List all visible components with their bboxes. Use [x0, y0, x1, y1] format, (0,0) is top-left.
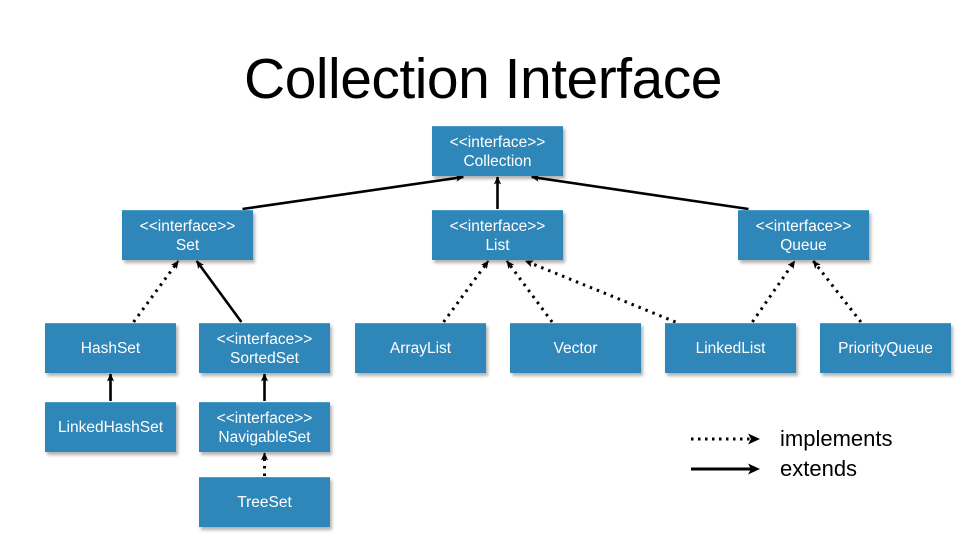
node-label: TreeSet	[237, 494, 292, 511]
node-queue[interactable]: <<interface>>Queue	[738, 210, 869, 260]
node-label: HashSet	[80, 340, 141, 357]
node-label: ArrayList	[389, 340, 452, 357]
node-collection[interactable]: <<interface>>Collection	[432, 126, 563, 176]
edge-vector-to-list-implements	[505, 260, 554, 323]
node-list[interactable]: <<interface>>List	[432, 210, 563, 260]
node-arraylist[interactable]: ArrayList	[355, 323, 486, 373]
node-label: Set	[175, 236, 200, 254]
node-set[interactable]: <<interface>>Set	[122, 210, 253, 260]
edge-set-to-collection-extends	[242, 174, 464, 211]
node-label: NavigableSet	[218, 428, 311, 446]
node-label: SortedSet	[230, 349, 299, 367]
page-title: Collection Interface	[244, 47, 722, 111]
node-label: PriorityQueue	[838, 340, 933, 357]
node-stereotype: <<interface>>	[449, 217, 546, 235]
solid-arrow-icon	[690, 461, 768, 477]
dotted-arrow-icon	[690, 431, 768, 447]
node-linkedhashset[interactable]: LinkedHashSet	[45, 402, 176, 452]
legend-label-extends: extends	[780, 456, 858, 481]
node-stereotype: <<interface>>	[216, 330, 313, 348]
edge-priorityqueue-to-queue-implements	[812, 260, 863, 323]
node-treeset[interactable]: TreeSet	[199, 477, 330, 527]
edge-arraylist-to-list-implements	[442, 260, 490, 323]
node-hashset[interactable]: HashSet	[45, 323, 176, 373]
node-navigableset[interactable]: <<interface>>NavigableSet	[199, 402, 330, 452]
node-label: LinkedList	[695, 340, 766, 357]
node-label: Collection	[463, 152, 532, 170]
edge-linkedlist-to-list-implements	[524, 259, 677, 324]
node-stereotype: <<interface>>	[449, 133, 546, 151]
node-priorityqueue[interactable]: PriorityQueue	[820, 323, 951, 373]
node-label: List	[485, 236, 510, 254]
node-label: LinkedHashSet	[57, 419, 164, 436]
legend-label-implements: implements	[780, 426, 893, 451]
node-label: Queue	[780, 236, 827, 254]
node-stereotype: <<interface>>	[755, 217, 852, 235]
legend-item-extends: extends	[690, 456, 857, 482]
edge-sortedset-to-set-extends	[195, 260, 243, 323]
node-label: Vector	[553, 340, 598, 357]
legend-item-implements: implements	[690, 426, 892, 452]
edge-queue-to-collection-extends	[531, 174, 749, 211]
node-stereotype: <<interface>>	[216, 409, 313, 427]
node-stereotype: <<interface>>	[139, 217, 236, 235]
edge-linkedlist-to-queue-implements	[751, 260, 796, 323]
node-sortedset[interactable]: <<interface>>SortedSet	[199, 323, 330, 373]
edge-hashset-to-set-implements	[132, 260, 180, 323]
node-linkedlist[interactable]: LinkedList	[665, 323, 796, 373]
node-vector[interactable]: Vector	[510, 323, 641, 373]
